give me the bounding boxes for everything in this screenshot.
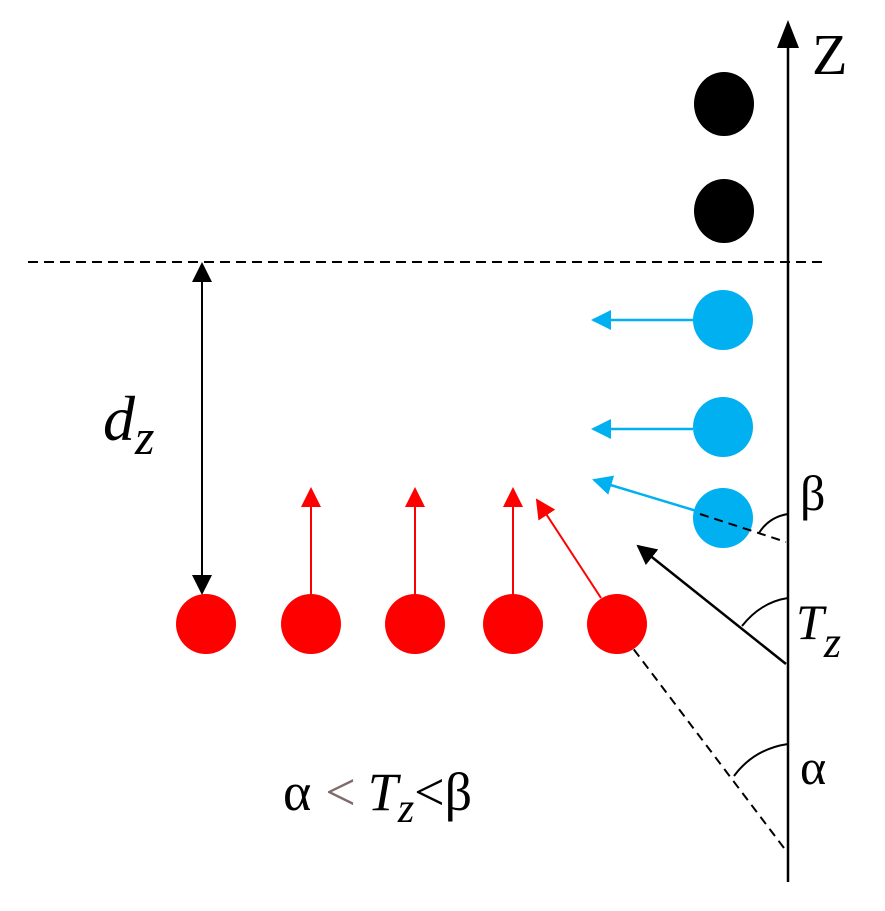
inequality-lt-second: < [414,762,444,822]
inequality-beta: β [445,762,472,822]
beta-dashed-line [699,513,787,543]
z-axis-arrowhead [777,20,799,48]
red-particle [176,594,236,654]
alpha-dashed-line [603,609,785,849]
tz-arrow [636,544,787,665]
z-axis-label: Z [812,22,847,87]
tz-label-main: T [796,594,827,650]
black-particle [694,72,754,136]
dz-label-main: d [103,383,136,454]
red-arrow [535,498,602,599]
black-particle [694,179,754,243]
beta-label: β [800,465,825,521]
inequality: α<Tz<β [283,762,472,832]
blue-particle [693,290,753,350]
red-particle [385,594,445,654]
red-particle [483,594,543,654]
inequality-t: T [368,762,402,822]
blue-particle [693,488,753,548]
red-particle [587,594,647,654]
inequality-alpha: α [283,762,311,822]
inequality-sub: z [397,786,414,832]
beta-arc [758,513,789,534]
inequality-lt-first: < [325,762,355,822]
tz-label-sub: z [823,618,841,667]
red-particle [281,594,341,654]
blue-particle [693,397,753,457]
alpha-label: α [800,739,826,795]
dz-label-sub: z [134,409,154,465]
alpha-arc [733,743,789,777]
dz-label: dz [103,383,154,465]
tz-label: Tz [796,594,841,667]
blue-arrow [592,475,701,514]
tz-arc [741,597,789,627]
